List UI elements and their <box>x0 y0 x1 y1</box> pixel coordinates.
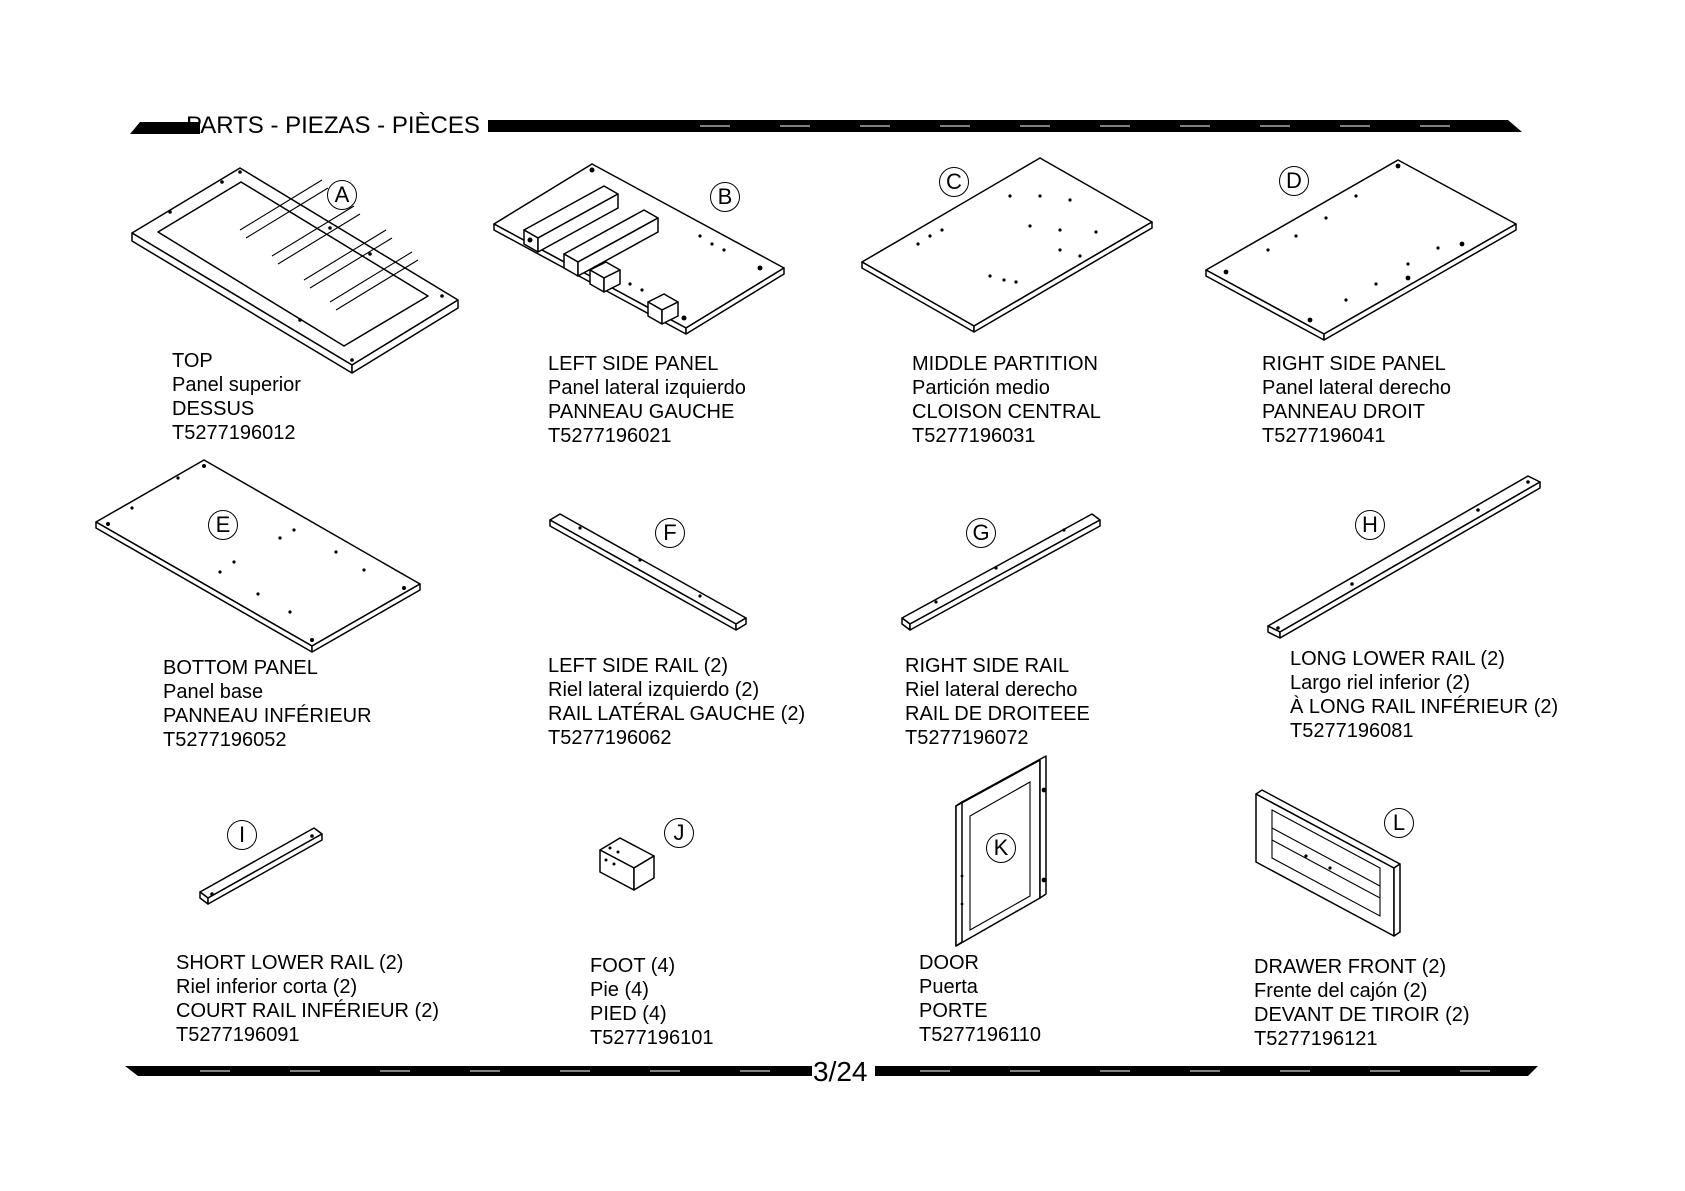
part-l-name-fr: DEVANT DE TIROIR (2) <box>1254 1004 1470 1026</box>
part-a-letter: A <box>327 180 357 210</box>
part-h-code: T5277196081 <box>1290 720 1414 742</box>
part-e-code: T5277196052 <box>163 729 287 751</box>
part-h-name-es: Largo riel inferior (2) <box>1290 672 1471 694</box>
page-title: PARTS - PIEZAS - PIÈCES <box>186 112 480 139</box>
part-g-code: T5277196072 <box>905 727 1029 749</box>
part-l-letter: L <box>1384 808 1414 838</box>
part-h-name-fr: À LONG RAIL INFÉRIEUR (2) <box>1290 696 1559 718</box>
part-h-letter: H <box>1355 510 1385 540</box>
part-j-name-en: FOOT (4) <box>590 955 676 977</box>
part-f-name-fr: RAIL LATÉRAL GAUCHE (2) <box>548 703 806 725</box>
part-k-labels: DOOR Puerta PORTE T5277196110 <box>919 951 1041 1047</box>
part-i-labels: SHORT LOWER RAIL (2) Riel inferior corta… <box>176 951 439 1047</box>
part-j-drawing <box>599 837 655 891</box>
part-l-name-es: Frente del cajón (2) <box>1254 980 1428 1002</box>
part-d-name-fr: PANNEAU DROIT <box>1262 401 1425 423</box>
part-c-letter: C <box>939 167 969 197</box>
part-d-code: T5277196041 <box>1262 425 1386 447</box>
part-g-drawing <box>901 513 1101 631</box>
part-k-name-es: Puerta <box>919 976 978 998</box>
part-k-code: T5277196110 <box>919 1024 1041 1046</box>
part-l-name-en: DRAWER FRONT (2) <box>1254 956 1447 978</box>
part-j-labels: FOOT (4) Pie (4) PIED (4) T5277196101 <box>590 954 713 1050</box>
part-e-drawing <box>95 459 421 653</box>
part-a-name-en: TOP <box>172 350 213 372</box>
part-i-name-en: SHORT LOWER RAIL (2) <box>176 952 404 974</box>
part-c-name-en: MIDDLE PARTITION <box>912 353 1098 375</box>
part-e-letter: E <box>208 510 238 540</box>
part-b-drawing <box>493 163 785 335</box>
part-a-labels: TOP Panel superior DESSUS T5277196012 <box>172 349 301 445</box>
header-rule <box>130 120 1522 134</box>
part-f-name-en: LEFT SIDE RAIL (2) <box>548 655 729 677</box>
part-f-code: T5277196062 <box>548 727 672 749</box>
part-c-name-es: Partición medio <box>912 377 1050 399</box>
part-b-name-en: LEFT SIDE PANEL <box>548 353 719 375</box>
part-h-drawing <box>1267 475 1541 639</box>
part-f-drawing <box>549 513 747 631</box>
part-i-code: T5277196091 <box>176 1024 300 1046</box>
part-a-drawing <box>131 167 459 374</box>
part-c-name-fr: CLOISON CENTRAL <box>912 401 1101 423</box>
part-b-labels: LEFT SIDE PANEL Panel lateral izquierdo … <box>548 352 746 448</box>
part-j-code: T5277196101 <box>590 1027 714 1049</box>
part-g-labels: RIGHT SIDE RAIL Riel lateral derecho RAI… <box>905 654 1090 750</box>
part-a-name-fr: DESSUS <box>172 398 255 420</box>
part-f-letter: F <box>655 518 685 548</box>
part-g-name-en: RIGHT SIDE RAIL <box>905 655 1070 677</box>
part-b-letter: B <box>710 182 740 212</box>
part-e-name-es: Panel base <box>163 681 264 703</box>
part-l-labels: DRAWER FRONT (2) Frente del cajón (2) DE… <box>1254 955 1470 1051</box>
part-d-letter: D <box>1279 166 1309 196</box>
footer-rule <box>125 1066 1538 1076</box>
part-b-name-fr: PANNEAU GAUCHE <box>548 401 735 423</box>
part-j-letter: J <box>664 818 694 848</box>
part-a-name-es: Panel superior <box>172 374 301 396</box>
page-number: 3/24 <box>813 1056 868 1087</box>
part-i-name-fr: COURT RAIL INFÉRIEUR (2) <box>176 1000 439 1022</box>
part-e-labels: BOTTOM PANEL Panel base PANNEAU INFÉRIEU… <box>163 656 372 752</box>
part-d-drawing <box>1205 159 1517 341</box>
part-g-name-es: Riel lateral derecho <box>905 679 1078 701</box>
part-k-name-en: DOOR <box>919 952 979 974</box>
part-c-drawing <box>861 157 1153 333</box>
part-k-name-fr: PORTE <box>919 1000 988 1022</box>
part-d-name-en: RIGHT SIDE PANEL <box>1262 353 1446 375</box>
part-b-name-es: Panel lateral izquierdo <box>548 377 746 399</box>
part-a-code: T5277196012 <box>172 422 296 444</box>
part-h-name-en: LONG LOWER RAIL (2) <box>1290 648 1505 670</box>
part-j-name-fr: PIED (4) <box>590 1003 667 1025</box>
part-j-name-es: Pie (4) <box>590 979 649 1001</box>
part-h-labels: LONG LOWER RAIL (2) Largo riel inferior … <box>1290 647 1558 743</box>
part-d-labels: RIGHT SIDE PANEL Panel lateral derecho P… <box>1262 352 1451 448</box>
part-c-code: T5277196031 <box>912 425 1036 447</box>
part-l-drawing <box>1255 789 1401 937</box>
part-k-letter: K <box>986 833 1016 863</box>
part-i-drawing <box>199 827 323 905</box>
part-g-name-fr: RAIL DE DROITEEE <box>905 703 1090 725</box>
part-e-name-en: BOTTOM PANEL <box>163 657 318 679</box>
part-d-name-es: Panel lateral derecho <box>1262 377 1452 399</box>
part-f-name-es: Riel lateral izquierdo (2) <box>548 679 760 701</box>
part-e-name-fr: PANNEAU INFÉRIEUR <box>163 705 372 727</box>
part-i-name-es: Riel inferior corta (2) <box>176 976 358 998</box>
part-b-code: T5277196021 <box>548 425 672 447</box>
part-i-letter: I <box>227 820 257 850</box>
part-g-letter: G <box>966 518 996 548</box>
part-l-code: T5277196121 <box>1254 1028 1378 1050</box>
part-f-labels: LEFT SIDE RAIL (2) Riel lateral izquierd… <box>548 654 805 750</box>
part-c-labels: MIDDLE PARTITION Partición medio CLOISON… <box>912 352 1101 448</box>
